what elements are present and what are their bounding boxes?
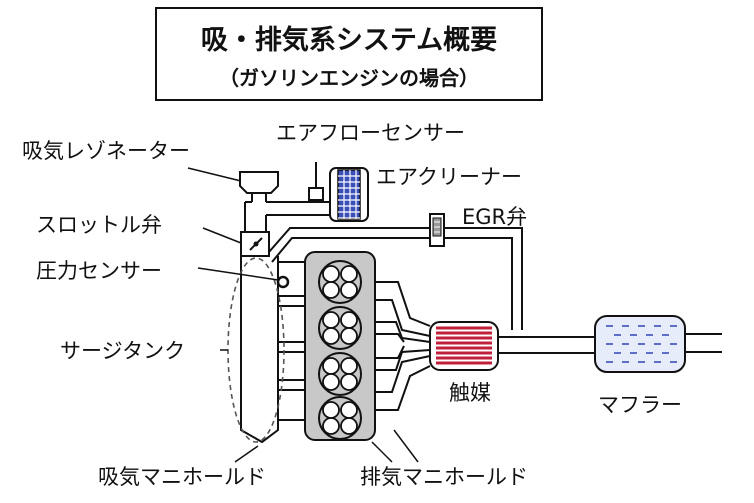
label-intake-manifold: 吸気マニホールド [98,465,266,489]
leader-lines [187,167,419,463]
exhaust-manifold-pipes [375,281,431,411]
cylinder-2 [318,306,362,350]
label-airflow-sensor: エアフローセンサー [276,121,465,145]
intake-resonator [239,171,279,202]
label-exhaust-manifold: 排気マニホールド [360,465,528,489]
label-muffler: マフラー [598,393,682,417]
air-cleaner [329,167,369,222]
egr-pipe [268,227,523,330]
label-resonator: 吸気レゾネーター [22,139,190,163]
cylinders [318,260,362,440]
label-pressure-sensor: 圧力センサー [36,259,162,283]
airflow-sensor [308,162,324,201]
title-box: 吸・排気系システム概要 （ガソリンエンジンの場合） [155,7,543,101]
exhaust-pipe [498,333,722,354]
title-main: 吸・排気系システム概要 [201,24,497,56]
cylinder-4 [318,396,362,440]
cylinder-1 [318,260,362,304]
catalyst [429,321,499,371]
label-throttle-valve: スロットル弁 [36,213,162,237]
cylinder-3 [318,352,362,396]
label-air-cleaner: エアクリーナー [376,165,522,189]
pressure-sensor [276,275,290,289]
labels: 吸気レゾネーター エアフローセンサー エアクリーナー EGR弁 スロットル弁 圧… [22,121,682,489]
label-surge-tank: サージタンク [60,339,185,363]
title-frame [155,7,543,101]
intake-pipe [244,201,330,232]
label-catalyst: 触媒 [449,381,491,405]
label-egr-valve: EGR弁 [462,205,527,229]
title-sub: （ガソリンエンジンの場合） [219,66,479,90]
muffler [594,315,686,373]
throttle-body [240,231,270,257]
surge-tank-highlight [227,257,285,443]
egr-valve [429,213,445,247]
surge-tank [240,256,305,444]
